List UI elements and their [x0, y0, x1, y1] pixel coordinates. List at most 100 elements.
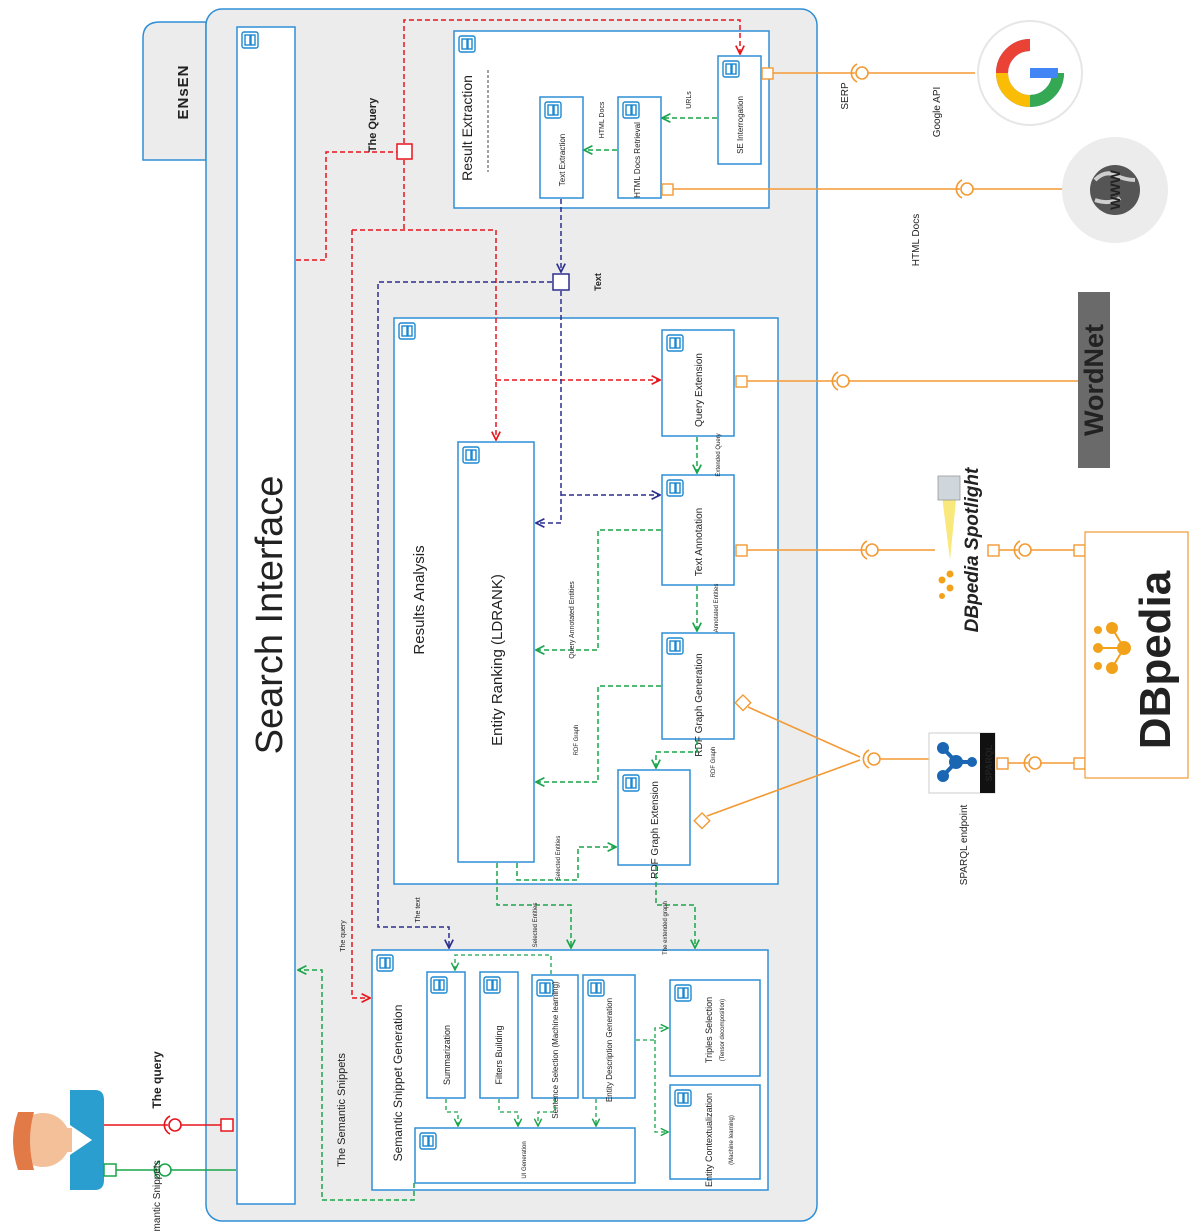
dbpedia-spotlight-logo: DBpedia Spotlight	[937, 467, 983, 632]
query-extension-component[interactable]: Query Extension	[661, 329, 735, 437]
result-extraction-container: Result Extraction SE Interrogation HTML …	[453, 30, 770, 209]
user-query-interface: The query	[104, 1051, 234, 1135]
query-fork-port	[396, 143, 413, 160]
text-flow-label: Text	[593, 273, 603, 291]
entity-contextualization-note: (Machine learning)	[729, 1115, 735, 1165]
rdf-graph-extension-label: RDF Graph Extension	[650, 781, 661, 879]
component-icon	[536, 979, 554, 997]
entity-contextualization-label: Entity Contextualization	[704, 1093, 714, 1187]
filters-building-component[interactable]: Filters Building	[479, 971, 519, 1099]
query-extension-label: Query Extension	[694, 353, 705, 427]
www-logo-text: WWW	[1107, 169, 1123, 209]
query-annotated-entities-flow	[536, 529, 661, 650]
text-extraction-component[interactable]: Text Extraction	[539, 96, 584, 199]
component-icon	[430, 976, 448, 994]
entity-contextualization-component[interactable]: Entity Contextualization (Machine learni…	[669, 1084, 761, 1187]
rdf-graph-flow-to-extension	[656, 740, 698, 768]
dbpedia-dots-icon	[938, 570, 954, 599]
filters-building-label: Filters Building	[494, 1025, 504, 1084]
ensen-label: ENsEN	[175, 64, 192, 119]
component-icon	[587, 979, 605, 997]
semantic-snippets-inner-label: The Semantic Snippets	[336, 1053, 348, 1167]
text-flow-to-snippet	[377, 281, 552, 948]
user-snippets-interface: The Semantic Snippets	[103, 1160, 236, 1231]
rdf-graph-flow-a-label: RDF Graph	[711, 747, 717, 778]
sentence-selection-label: Sentence Selection (Machine learning)	[551, 981, 560, 1119]
text-fork-port	[552, 273, 570, 291]
dbpedia-box: DBpedia	[1084, 531, 1189, 779]
extended-query-flow-label: Extended Query	[716, 433, 722, 476]
result-extraction-title: Result Extraction	[459, 75, 475, 181]
component-icon	[674, 984, 692, 1002]
entity-ranking-component[interactable]: Entity Ranking (LDRANK)	[457, 441, 535, 863]
sparql-graph-icon	[937, 742, 977, 782]
component-icon	[241, 31, 259, 49]
search-interface-component[interactable]: Search Interface	[236, 26, 296, 1205]
summarization-to-ui-flow	[445, 1099, 458, 1126]
component-icon	[544, 101, 562, 119]
selected-entities-to-snippet-label: Selected Entities	[533, 903, 539, 948]
google-api-label: Google API	[932, 87, 943, 138]
query-flow-to-snippet	[351, 230, 370, 998]
html-docs-external-label: HTML Docs	[911, 214, 922, 266]
html-docs-flow-label: HTML Docs	[599, 101, 606, 138]
query-flow-to-se-interrogation	[403, 19, 740, 143]
entity-description-generation-component[interactable]: Entity Description Generation	[582, 974, 636, 1102]
wordnet-logo-text: WordNet	[1079, 324, 1109, 436]
spotlight-interface	[735, 540, 1086, 560]
selected-entities-flow-to-snippet	[496, 863, 571, 948]
se-interrogation-component[interactable]: SE Interrogation	[717, 55, 762, 165]
query-annotated-entities-flow-label: Query Annotated Entities	[569, 581, 576, 659]
extended-graph-label: The extended graph	[663, 901, 669, 955]
ui-generation-component[interactable]: UI Generation	[414, 1127, 636, 1184]
dbpedia-dots-icon	[1093, 622, 1131, 674]
component-icon	[376, 954, 394, 972]
www-interface: HTML Docs	[661, 179, 1065, 266]
html-docs-retrieval-component[interactable]: HTML Docs Retrieval	[617, 96, 662, 199]
entity-description-generation-label: Entity Description Generation	[605, 998, 614, 1102]
text-flow-to-ranking	[536, 291, 562, 523]
semantic-snippets-flow-to-interface	[298, 970, 415, 1201]
search-interface-title: Search Interface	[249, 476, 291, 755]
user-query-label: The query	[150, 1051, 164, 1109]
rdf-graph-flow-b-label: RDF Graph	[574, 725, 580, 756]
text-annotation-label: Text Annotation	[694, 508, 705, 576]
sparql-logo: SPARQL SPARQL endpoint	[928, 732, 996, 885]
description-to-triples-flow	[636, 1028, 668, 1041]
component-icon	[458, 35, 476, 53]
text-extraction-label: Text Extraction	[558, 134, 567, 186]
text-annotation-component[interactable]: Text Annotation	[661, 474, 735, 586]
sparql-endpoint-label: SPARQL endpoint	[959, 804, 970, 885]
ui-generation-label: UI Generation	[522, 1141, 528, 1178]
query-flow-from-interface	[296, 151, 397, 261]
user-avatar	[13, 1090, 104, 1190]
filters-to-ui-flow	[498, 1099, 518, 1126]
rdf-graph-extension-component[interactable]: RDF Graph Extension	[617, 769, 691, 879]
triples-selection-component[interactable]: Triples Selection (Tensor decomposition)	[669, 979, 761, 1077]
the-query-top-label: The Query	[367, 97, 379, 152]
component-icon	[674, 1089, 692, 1107]
wordnet-logo: WordNet	[1078, 292, 1110, 468]
www-globe-logo: WWW	[1062, 137, 1168, 243]
rdf-graph-generation-component[interactable]: RDF Graph Generation	[661, 632, 735, 757]
component-icon	[419, 1132, 437, 1150]
ensen-tab: ENsEN	[142, 21, 207, 161]
text-to-summarization-flow	[455, 954, 552, 974]
component-icon	[483, 976, 501, 994]
results-analysis-title: Results Analysis	[411, 545, 428, 654]
summarization-label: Summarization	[442, 1025, 452, 1085]
summarization-component[interactable]: Summarization	[426, 971, 466, 1099]
component-icon	[462, 446, 480, 464]
triples-selection-label: Triples Selection	[704, 997, 714, 1063]
semantic-snippet-generation-container: Semantic Snippet Generation Summarizatio…	[371, 949, 769, 1191]
component-icon	[666, 637, 684, 655]
dbpedia-spotlight-text: DBpedia Spotlight	[962, 467, 983, 632]
rdf-graph-generation-label: RDF Graph Generation	[694, 653, 705, 756]
sentence-selection-component[interactable]: Sentence Selection (Machine learning)	[531, 974, 579, 1119]
google-logo	[977, 20, 1083, 126]
selected-entities-flow-to-extension	[516, 847, 616, 881]
component-icon	[666, 334, 684, 352]
google-interface: SERP Google API	[761, 63, 975, 138]
selected-entities-flow-label: Selected Entities	[556, 836, 562, 881]
